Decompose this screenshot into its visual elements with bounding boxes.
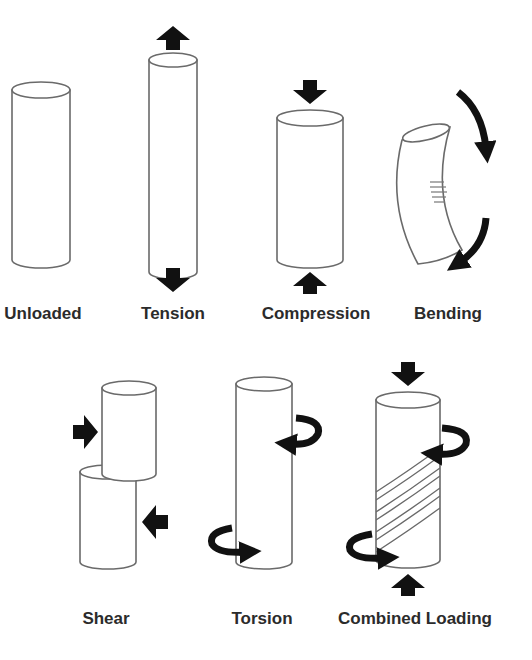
cylinder-top [376, 392, 440, 408]
load-case-label: Tension [141, 304, 205, 324]
cylinder-body [376, 400, 440, 568]
axial-arrow-down [391, 362, 425, 386]
load-case-label: Bending [414, 304, 482, 324]
shear-arrow-right [73, 415, 98, 449]
compression-arrow-down [293, 80, 327, 104]
load-case-label: Shear [82, 609, 129, 629]
helical-bands [376, 448, 440, 552]
cylinder-top [236, 377, 292, 391]
load-case-label: Combined Loading [338, 609, 492, 629]
upper-cylinder-body [102, 388, 156, 481]
torque-arrow [211, 528, 246, 552]
unloaded-cylinder [12, 82, 70, 268]
bending-moment-arrow [458, 92, 486, 148]
torque-arrow [349, 534, 384, 558]
shear-cylinders [73, 381, 168, 569]
cylinder-body [236, 384, 292, 569]
cylinder-body [277, 118, 343, 268]
torque-arrow [436, 428, 467, 454]
compression-arrow-up [293, 272, 327, 294]
compression-cylinder [277, 80, 343, 294]
load-case-label: Unloaded [4, 304, 81, 324]
axial-arrow-up [391, 574, 425, 596]
cylinder-top [12, 82, 70, 98]
cylinder-top [149, 53, 197, 67]
tension-arrow-down [156, 268, 190, 292]
load-case-label: Torsion [231, 609, 292, 629]
load-case-label: Compression [262, 304, 371, 324]
tension-arrow-up [156, 26, 190, 50]
cylinder-top [401, 120, 451, 145]
torsion-cylinder [211, 377, 318, 569]
torque-arrow [290, 418, 319, 444]
bending-moment-arrow [460, 218, 486, 262]
upper-cylinder-top [102, 381, 156, 395]
cylinder-top [277, 110, 343, 126]
cylinder-body [12, 90, 70, 268]
lower-cylinder-body [80, 472, 136, 569]
bending-cylinder [397, 92, 486, 264]
cylinder-body [397, 127, 462, 264]
cylinder-body [149, 60, 197, 279]
tension-cylinder [149, 26, 197, 292]
strain-marks [430, 182, 447, 202]
combined-loading-cylinder [349, 362, 466, 596]
shear-arrow-left [142, 505, 168, 539]
